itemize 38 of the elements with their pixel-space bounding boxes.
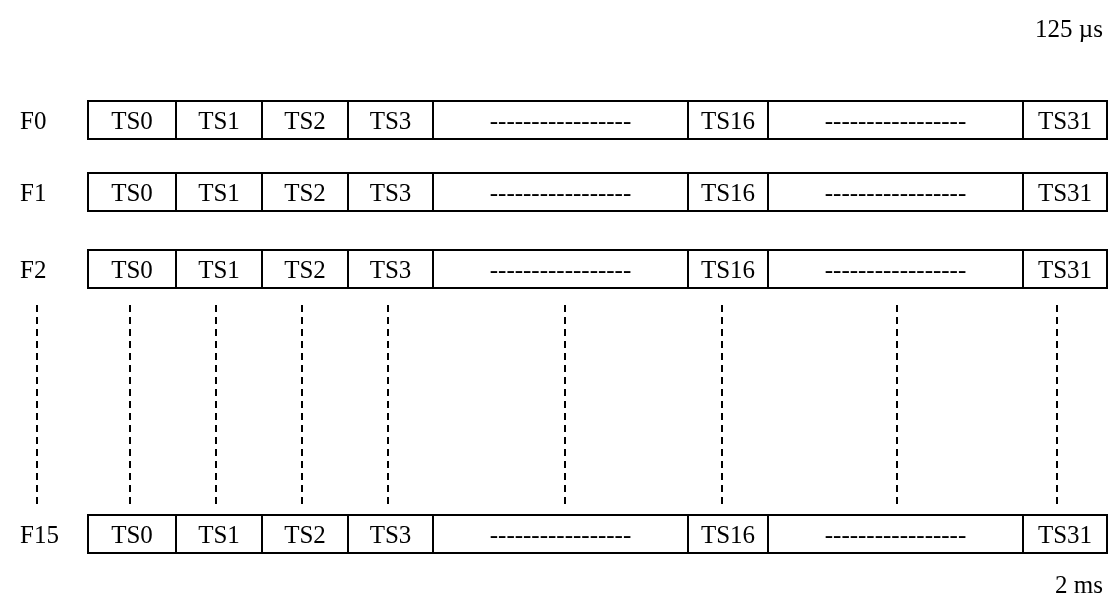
frame-label: F0 [19, 107, 48, 133]
time-slot-cell: ----------------- [432, 251, 687, 287]
time-slot-cell: ----------------- [767, 516, 1022, 552]
time-slot-cell: TS31 [1022, 102, 1106, 138]
time-slot-cell: ----------------- [432, 174, 687, 210]
time-slot-cell: ----------------- [432, 516, 687, 552]
time-slot-cell: ----------------- [767, 174, 1022, 210]
time-slot-cell: TS2 [261, 102, 347, 138]
time-slot-cell: TS2 [261, 516, 347, 552]
time-slot-cell: TS16 [687, 174, 767, 210]
frame-label: F1 [19, 179, 48, 205]
time-slot-cell: TS1 [175, 174, 261, 210]
time-slot-cell: TS0 [89, 516, 175, 552]
time-slot-cell: ----------------- [767, 251, 1022, 287]
time-slot-cell: TS3 [347, 516, 432, 552]
time-slot-cell: TS3 [347, 102, 432, 138]
time-slot-cell: TS3 [347, 174, 432, 210]
duration-label: 125 µs [1035, 16, 1103, 41]
frame-label: F15 [19, 521, 60, 547]
time-slot-cell: TS0 [89, 174, 175, 210]
time-slot-cell: TS1 [175, 102, 261, 138]
time-slot-cell: TS2 [261, 251, 347, 287]
time-slot-cell: TS1 [175, 516, 261, 552]
time-slot-cell: TS1 [175, 251, 261, 287]
time-slot-cell: TS31 [1022, 516, 1106, 552]
time-slot-cell: TS31 [1022, 174, 1106, 210]
time-slot-cell: TS0 [89, 251, 175, 287]
time-slot-cell: TS3 [347, 251, 432, 287]
time-slot-cell: ----------------- [432, 102, 687, 138]
time-slot-cell: TS16 [687, 251, 767, 287]
frame-label: F2 [19, 256, 48, 282]
time-slot-cell: TS0 [89, 102, 175, 138]
time-slot-cell: TS2 [261, 174, 347, 210]
time-slot-cell: TS31 [1022, 251, 1106, 287]
duration-label: 2 ms [1055, 572, 1103, 597]
time-slot-cell: TS16 [687, 102, 767, 138]
time-slot-cell: ----------------- [767, 102, 1022, 138]
time-slot-cell: TS16 [687, 516, 767, 552]
